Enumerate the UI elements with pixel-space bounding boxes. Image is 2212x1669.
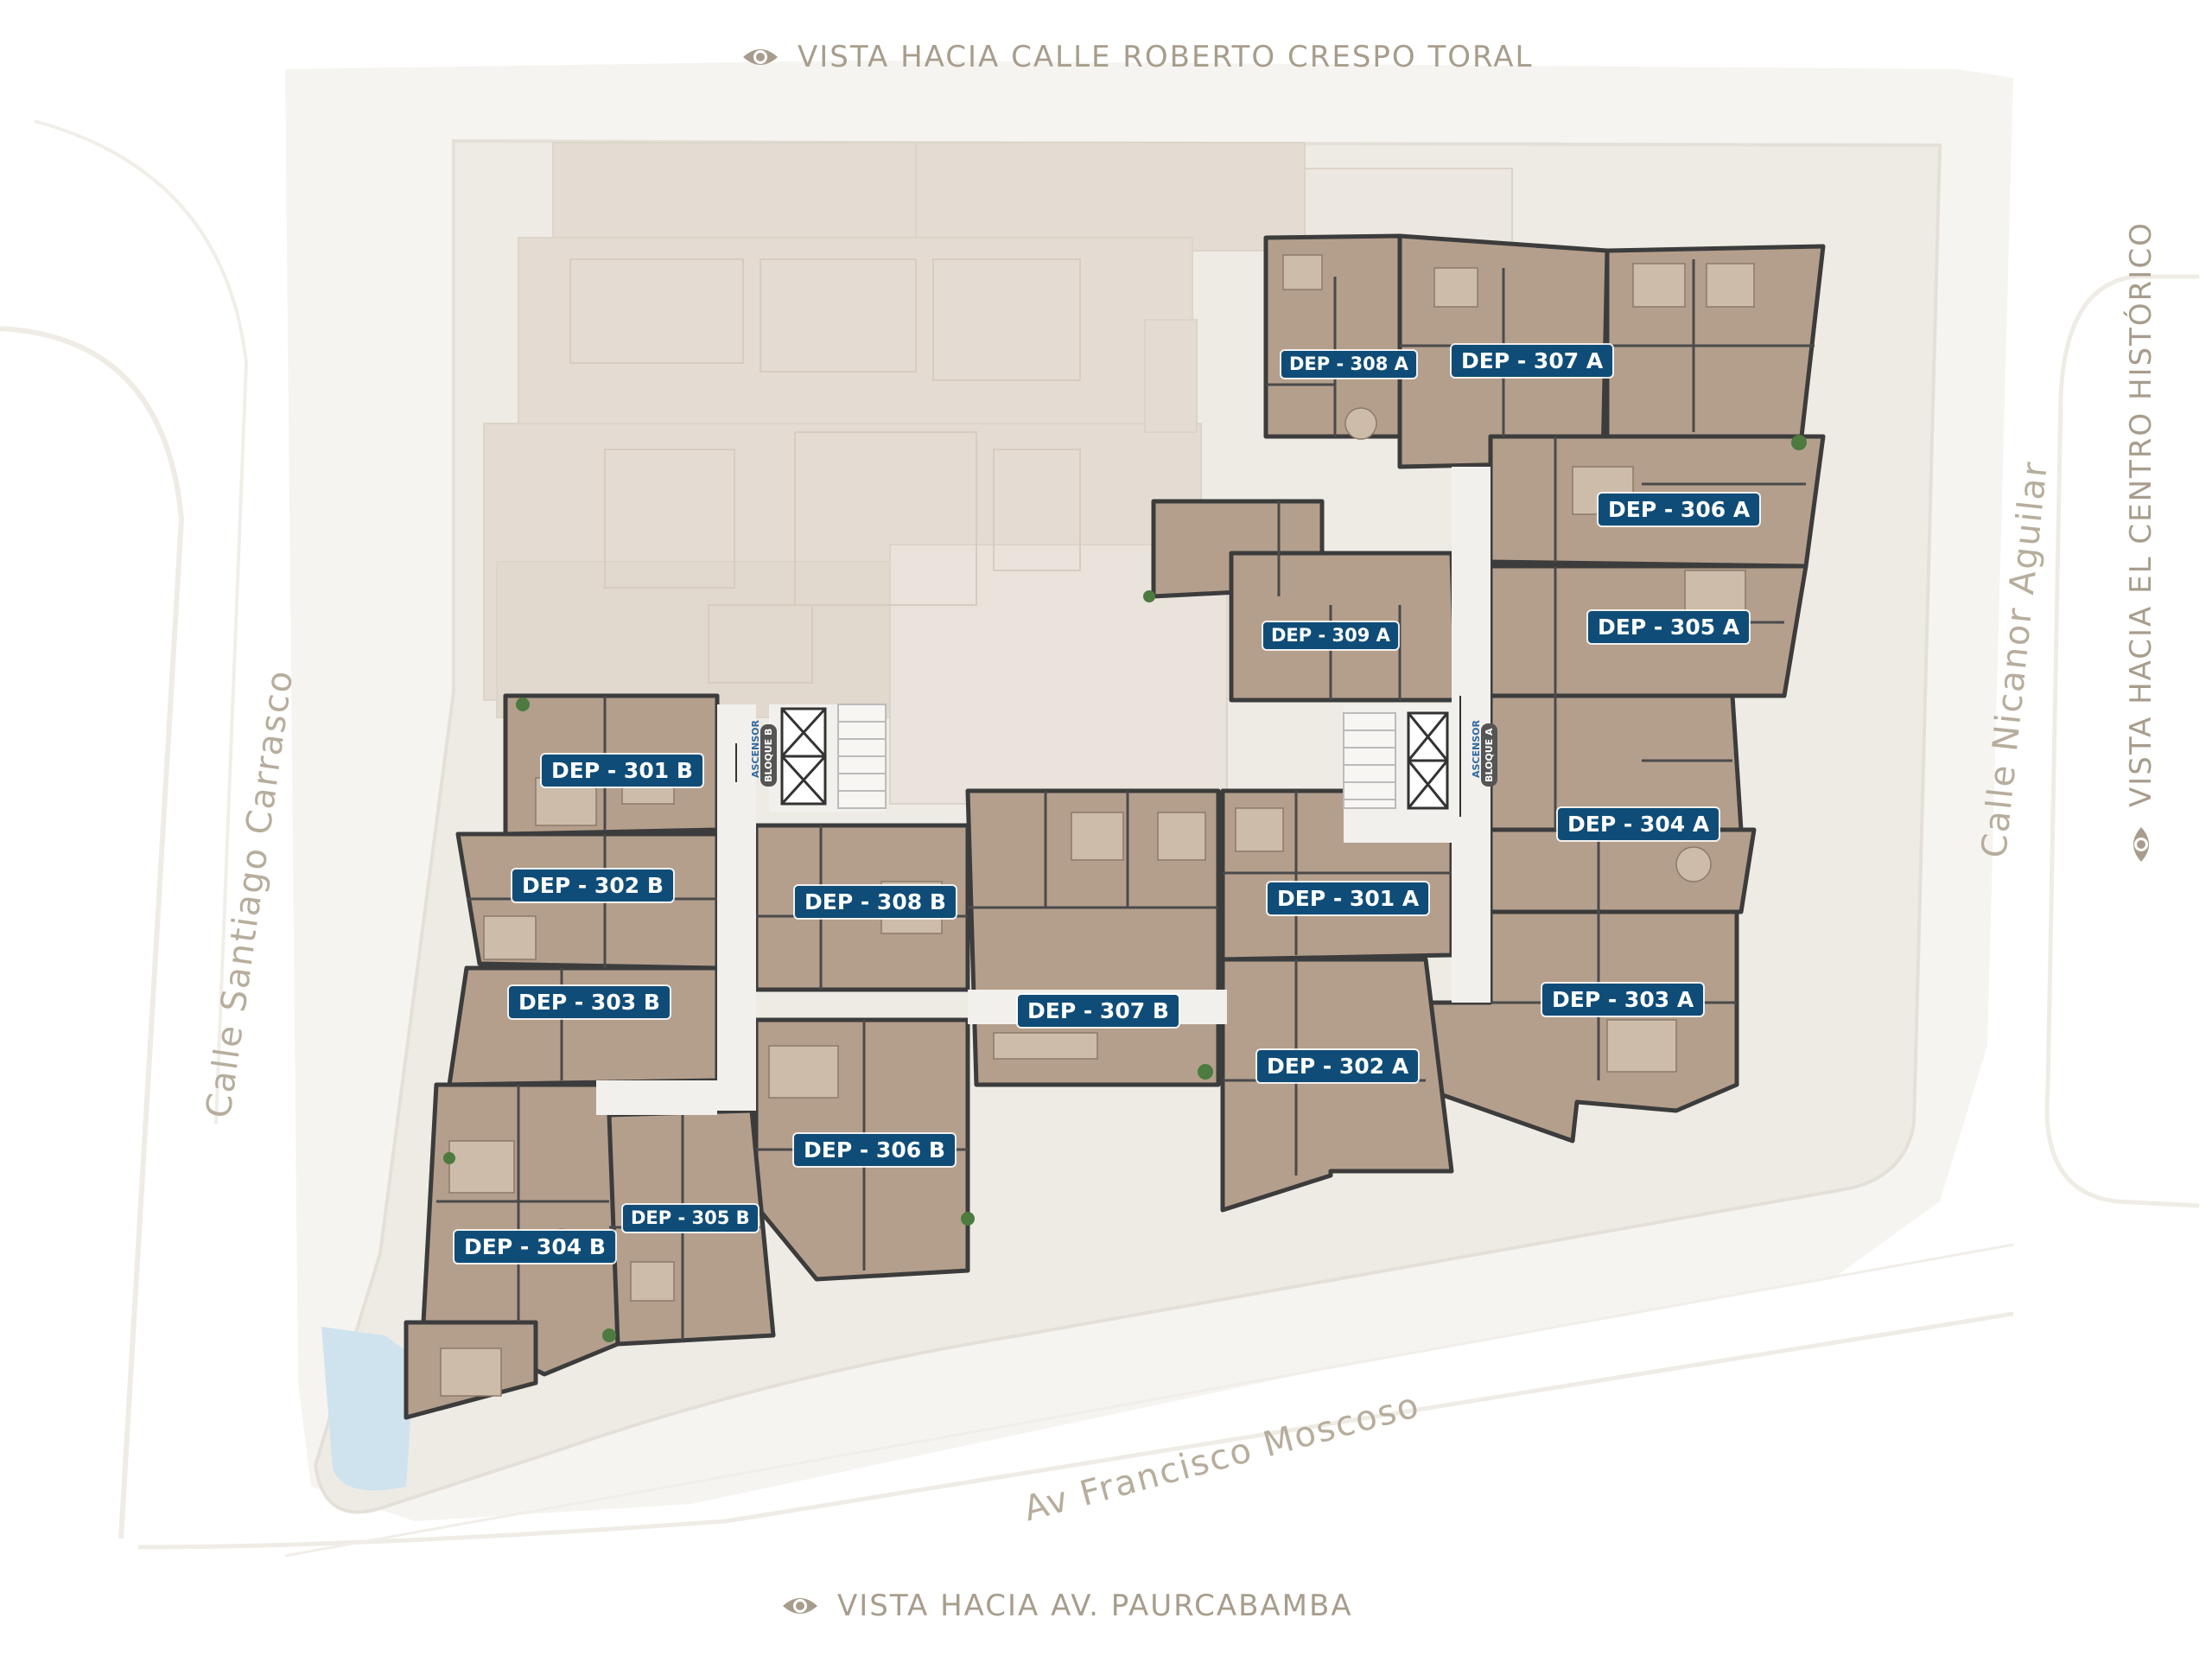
unit-dep-301a[interactable]: DEP - 301 A (1268, 882, 1429, 914)
core-arrows (735, 696, 1461, 817)
view-label-east: VISTA HACIA EL CENTRO HISTÓRICO (2124, 221, 2158, 864)
neighbor-rooms (569, 258, 1081, 684)
elevator-shafts (780, 707, 1449, 810)
unit-dep-308b[interactable]: DEP - 308 B (795, 886, 956, 918)
unit-dep-304a[interactable]: DEP - 304 A (1558, 808, 1719, 840)
unit-dep-303a[interactable]: DEP - 303 A (1542, 984, 1704, 1016)
block-tag-a: BLOQUE A (1481, 723, 1497, 787)
stairs (837, 704, 1396, 809)
view-label-north: VISTA HACIA CALLE ROBERTO CRESPO TORAL (741, 40, 1533, 74)
unit-dep-307a[interactable]: DEP - 307 A (1452, 345, 1613, 377)
unit-dep-306b[interactable]: DEP - 306 B (794, 1134, 955, 1166)
unit-dep-309a[interactable]: DEP - 309 A (1263, 622, 1398, 649)
view-label-north-text: VISTA HACIA CALLE ROBERTO CRESPO TORAL (798, 40, 1534, 74)
eye-icon (783, 1598, 817, 1614)
view-label-south: VISTA HACIA AV. PAURCABAMBA (780, 1589, 1353, 1623)
eye-icon (743, 49, 778, 65)
unit-dep-305b[interactable]: DEP - 305 B (623, 1205, 758, 1232)
view-label-east-text: VISTA HACIA EL CENTRO HISTÓRICO (2124, 221, 2158, 807)
unit-dep-304b[interactable]: DEP - 304 B (454, 1231, 615, 1263)
unit-dep-302b[interactable]: DEP - 302 B (512, 870, 673, 901)
unit-dep-302a[interactable]: DEP - 302 A (1257, 1050, 1419, 1082)
unit-dep-305a[interactable]: DEP - 305 A (1588, 611, 1750, 643)
furniture (440, 254, 1755, 1397)
circulation (596, 467, 1491, 1115)
block-tag-b: BLOQUE B (760, 723, 777, 787)
eye-icon (2133, 827, 2149, 862)
unit-dep-301b[interactable]: DEP - 301 B (542, 755, 702, 787)
unit-dep-308a[interactable]: DEP - 308 A (1281, 351, 1416, 378)
pool (321, 1327, 415, 1491)
unit-dep-307b[interactable]: DEP - 307 B (1018, 995, 1179, 1027)
unit-dep-303b[interactable]: DEP - 303 B (509, 986, 670, 1018)
plants (443, 435, 1807, 1342)
view-label-south-text: VISTA HACIA AV. PAURCABAMBA (837, 1589, 1353, 1623)
unit-dep-306a[interactable]: DEP - 306 A (1599, 494, 1760, 526)
